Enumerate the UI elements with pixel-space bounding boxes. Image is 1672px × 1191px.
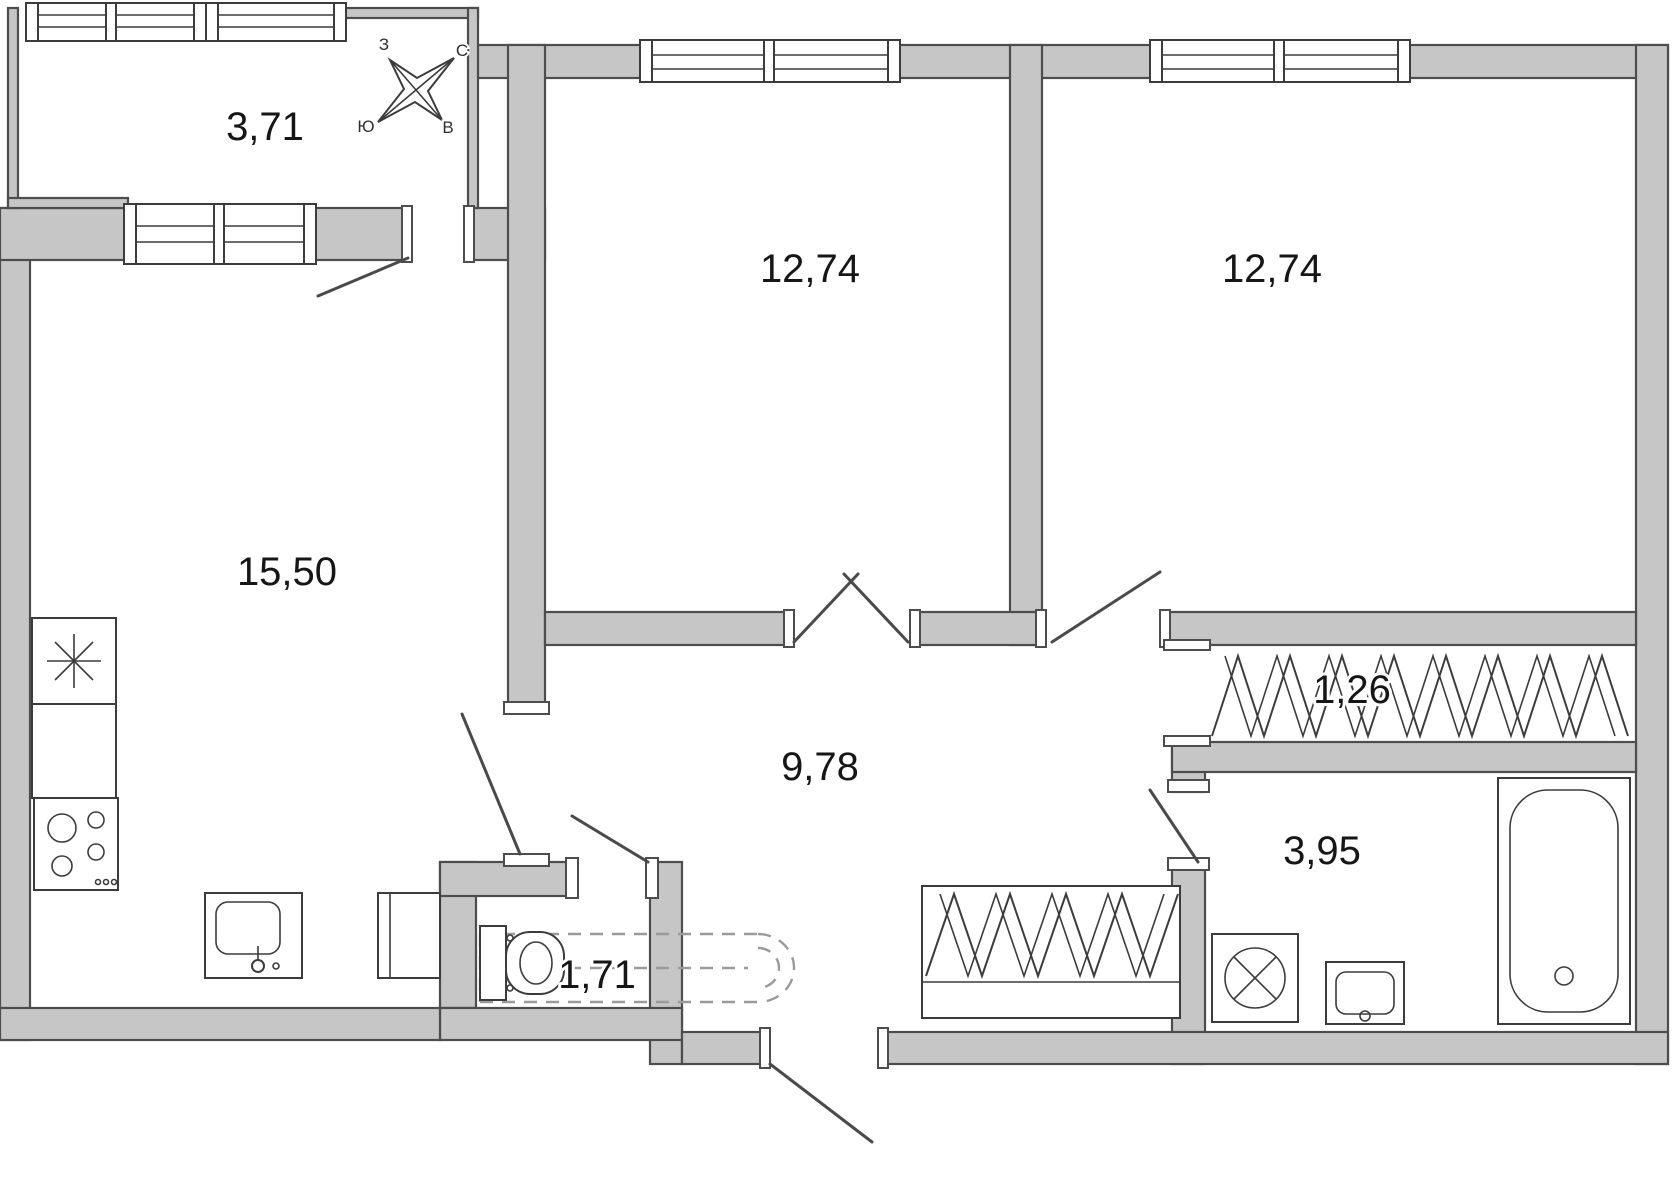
wall-segment xyxy=(472,43,644,80)
label-bathroom-area: 3,95 xyxy=(1283,829,1361,873)
bedroom-1-door-leaf xyxy=(842,572,910,644)
wall-segment xyxy=(543,610,792,647)
label-living-area: 15,50 xyxy=(237,550,337,594)
wall-segment xyxy=(438,860,576,898)
bathroom-door-leaf xyxy=(1148,788,1200,864)
kitchen-window xyxy=(123,203,317,265)
wall-segment xyxy=(1160,610,1638,647)
entry-door-leaf xyxy=(768,1062,874,1144)
kitchen-cabinet xyxy=(31,703,117,799)
wall-segment xyxy=(506,43,547,714)
balcony-wall xyxy=(343,6,480,20)
balcony-wall xyxy=(6,6,20,210)
bedroom-1-door-leaf xyxy=(792,572,860,644)
dishwasher-cabinet xyxy=(377,892,441,979)
label-bedroom1-area: 12,74 xyxy=(760,247,860,291)
hallway-closet xyxy=(921,885,1181,1019)
wall-segment xyxy=(1406,43,1670,80)
balcony-window-left xyxy=(25,2,207,42)
compass-west-label: З xyxy=(379,35,389,54)
wall-segment xyxy=(1170,740,1638,774)
bathroom-sink xyxy=(1325,961,1405,1025)
balcony-wall xyxy=(466,6,480,210)
balcony-wall xyxy=(6,196,130,210)
label-wardrobe-area: 1,26 xyxy=(1313,668,1391,712)
compass-north-label: С xyxy=(456,41,468,60)
kitchen-sink xyxy=(204,892,303,979)
wall-segment xyxy=(1008,43,1044,647)
compass-rose: С Ю З В xyxy=(355,33,470,139)
wall-segment xyxy=(1634,43,1670,1066)
label-hallway-area: 9,78 xyxy=(781,745,859,789)
compass-east-label: В xyxy=(442,118,453,137)
bedroom-2-door-leaf xyxy=(1050,570,1162,644)
balcony-window-right xyxy=(205,2,347,42)
label-wc-area: 1,71 xyxy=(558,953,636,997)
bathtub xyxy=(1497,777,1631,1025)
stove xyxy=(33,797,119,891)
balcony-door-leaf xyxy=(316,256,410,298)
toilet xyxy=(479,925,565,1001)
wall-segment xyxy=(310,206,412,262)
wardrobe-hatch xyxy=(1211,652,1629,740)
wall-segment xyxy=(0,206,130,262)
compass-south-label: Ю xyxy=(357,117,374,136)
bedroom-2-window xyxy=(1149,39,1411,83)
walls-layer xyxy=(0,6,1670,1066)
wall-segment xyxy=(438,1006,684,1042)
wall-segment xyxy=(0,1006,442,1042)
washing-machine xyxy=(1211,933,1299,1023)
wall-segment xyxy=(0,206,32,1042)
kitchen-vent-shaft xyxy=(31,617,117,705)
wall-segment xyxy=(878,1030,1670,1066)
wc-door-leaf xyxy=(570,814,650,864)
wall-segment xyxy=(910,610,1044,647)
wall-segment xyxy=(680,1030,767,1066)
label-bedroom2-area: 12,74 xyxy=(1222,247,1322,291)
kitchen-door-leaf xyxy=(460,712,522,856)
bedroom-1-window xyxy=(639,39,901,83)
label-balcony-area: 3,71 xyxy=(226,105,304,149)
